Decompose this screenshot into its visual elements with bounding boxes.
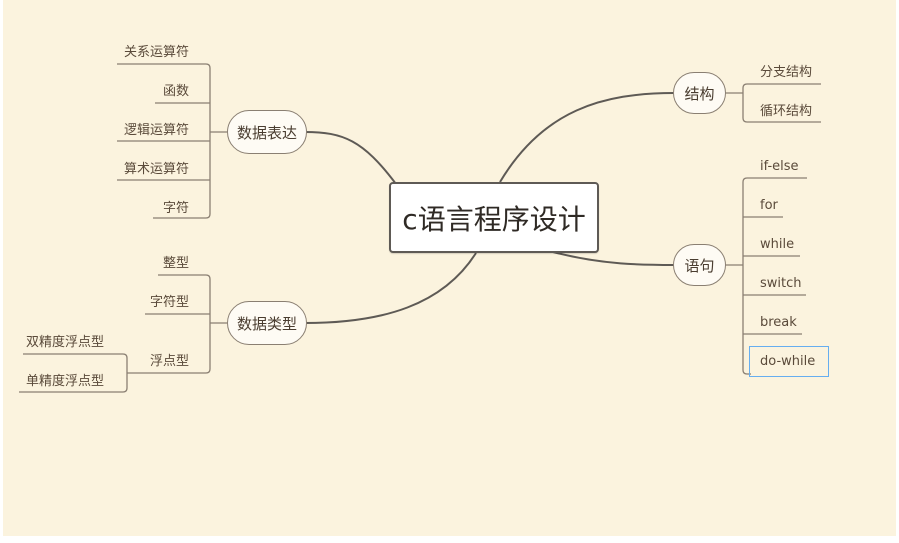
node-switch[interactable]: switch: [760, 276, 802, 291]
branch-stmt-label: 语句: [684, 256, 715, 275]
node-while[interactable]: while: [760, 237, 795, 252]
bracket-struct: [742, 83, 821, 123]
node-relational-operators[interactable]: 关系运算符: [123, 45, 189, 60]
node-double-float[interactable]: 双精度浮点型: [26, 335, 105, 350]
node-if-else[interactable]: if-else: [760, 159, 799, 174]
branch-expr[interactable]: 数据表达: [227, 110, 307, 154]
bracket-stmt: [742, 177, 807, 375]
root-topic[interactable]: c语言程序设计: [389, 182, 599, 253]
node-float[interactable]: 浮点型: [149, 354, 189, 369]
bracket-float: [19, 353, 128, 393]
connector-root-stmt: [552, 251, 675, 266]
branch-stmt[interactable]: 语句: [673, 244, 726, 286]
branch-expr-label: 数据表达: [236, 123, 297, 142]
branch-struct-label: 结构: [684, 84, 715, 103]
connector-root-expr: [304, 131, 397, 185]
node-single-float[interactable]: 单精度浮点型: [26, 374, 105, 389]
node-logical-operators[interactable]: 逻辑运算符: [123, 123, 189, 138]
branch-struct[interactable]: 结构: [673, 72, 726, 114]
mindmap-canvas[interactable]: c语言程序设计 数据表达 数据类型 结构 语句 关系运算符 函数 逻辑运算符 算…: [3, 0, 896, 536]
selection-frame: [749, 346, 829, 377]
connector-root-types: [304, 252, 477, 324]
node-branch-structure[interactable]: 分支结构: [760, 65, 813, 80]
node-for[interactable]: for: [760, 198, 778, 213]
branch-types[interactable]: 数据类型: [227, 301, 307, 345]
node-integer[interactable]: 整型: [162, 256, 189, 271]
connector-root-struct: [499, 92, 675, 183]
node-break[interactable]: break: [760, 315, 797, 330]
node-do-while[interactable]: do-while: [760, 354, 816, 369]
node-loop-structure[interactable]: 循环结构: [760, 104, 813, 119]
node-arithmetic-operators[interactable]: 算术运算符: [123, 162, 189, 177]
node-char-type[interactable]: 字符型: [149, 295, 189, 310]
bracket-types: [145, 274, 211, 374]
branch-types-label: 数据类型: [236, 314, 297, 333]
node-function[interactable]: 函数: [162, 84, 189, 99]
root-topic-label: c语言程序设计: [402, 202, 586, 236]
connector-lines: [19, 63, 821, 393]
node-character[interactable]: 字符: [162, 201, 189, 216]
